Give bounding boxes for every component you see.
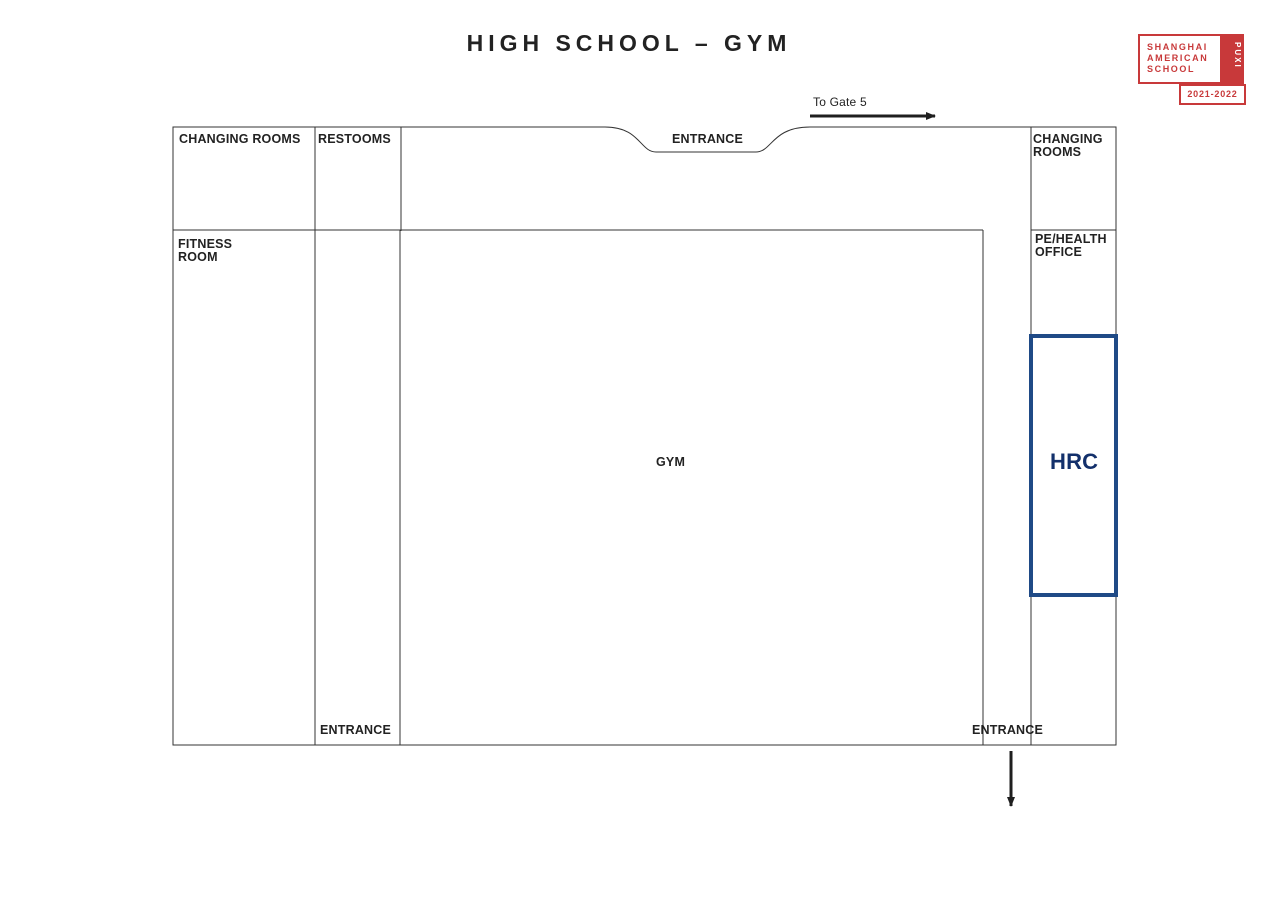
logo-year: 2021-2022 [1179,84,1246,105]
restrooms-label: RESTOOMS [318,132,391,146]
logo-side-text: PUXI [1233,42,1242,69]
logo-box: SHANGHAI AMERICAN SCHOOL [1138,34,1222,84]
logo-text: SHANGHAI AMERICAN SCHOOL [1147,42,1209,74]
changing-rooms-right-label: CHANGING ROOMS [1033,132,1103,159]
building-outline [172,126,1117,746]
hrc-label: HRC [1050,449,1099,474]
gym-label: GYM [656,455,686,469]
logo-side-tab: PUXI [1220,34,1244,84]
pe-health-office-label: PE/HEALTH OFFICE [1035,232,1107,259]
entrance-bottom-left-label: ENTRANCE [320,723,392,737]
school-logo: SHANGHAI AMERICAN SCHOOL PUXI 2021-2022 [1138,34,1246,106]
changing-rooms-left-label: CHANGING ROOMS [179,132,301,146]
hrc-highlight[interactable] [1029,334,1118,597]
entrance-bottom-right-label: ENTRANCE [972,723,1044,737]
entrance-top-label: ENTRANCE [672,132,744,146]
page-title: HIGH SCHOOL – GYM [466,30,792,56]
gate-label: To Gate 5 [813,95,867,109]
fitness-room-label: FITNESS ROOM [178,237,233,264]
